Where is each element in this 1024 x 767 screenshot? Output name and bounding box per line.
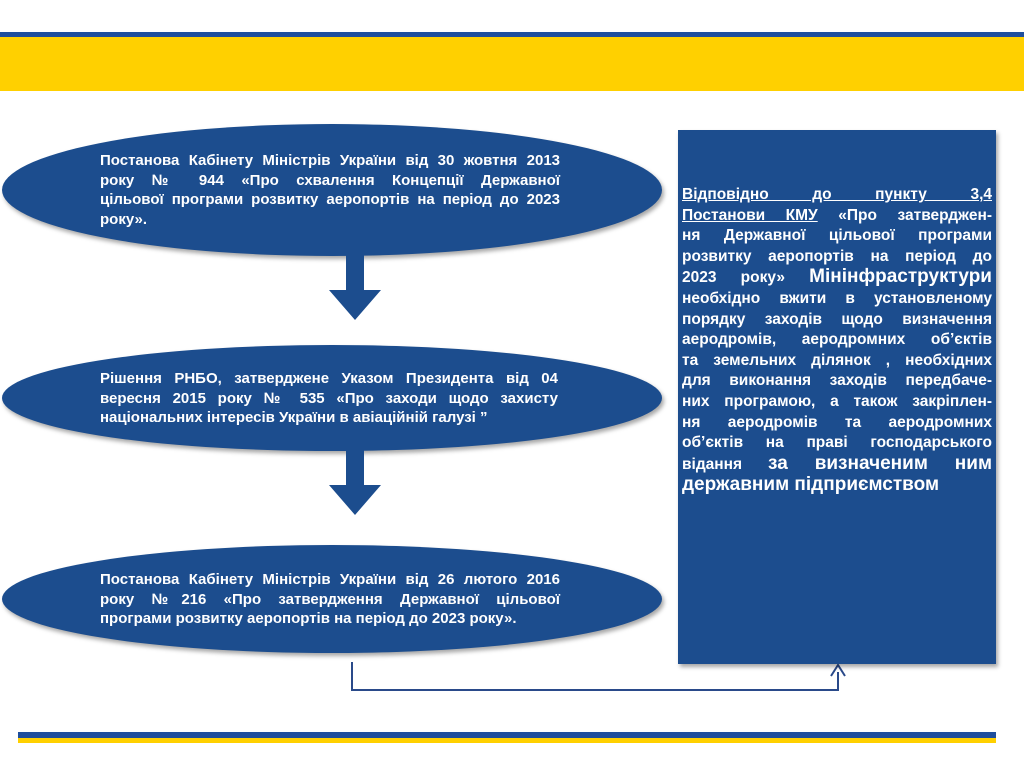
header-yellow-band [0, 37, 1024, 91]
flow-node-2-text: Рішення РНБО, затверджене Указом Президе… [100, 369, 558, 428]
flow-node-3 [2, 545, 662, 653]
box-line: «Про затверджен- [817, 206, 992, 224]
right-info-box: Відповідно до пункту 3,4 Постанови КМУ «… [678, 130, 996, 664]
box-line: відання [682, 455, 769, 473]
node-3-line: року №216 «Про затвердження Державної ці… [100, 590, 560, 608]
box-line: 2023 року» [682, 269, 810, 287]
node-3-line: програми розвитку аеропортів на період д… [100, 610, 517, 627]
node-1-line: цільової програми розвитку аеропортів на… [100, 191, 560, 208]
down-arrow-2 [329, 449, 381, 515]
box-line: об’єктів на праві господарського [682, 434, 992, 452]
box-line: та земельних ділянок , необхідних [682, 351, 992, 369]
box-line-emphasis: Мінінфраструктури [809, 266, 992, 288]
box-line: Постанови КМУ [682, 206, 818, 224]
box-line: порядку заходів щодо визначення [682, 310, 992, 328]
box-line: необхідно вжити в установленому [682, 289, 992, 307]
footer-yellow-stripe [18, 738, 996, 743]
flow-node-1 [2, 124, 662, 256]
node-1-line: Постанова Кабінету Міністрів України від… [100, 152, 560, 169]
box-line: ня аеродромів та аеродромних [682, 413, 992, 431]
box-line-emphasis: державним підприємством [682, 474, 940, 496]
box-line-emphasis: за визначеним ним [768, 452, 992, 474]
node-2-line: Рішення РНБО, затверджене Указом Президе… [100, 370, 558, 387]
box-line: для виконання заходів передбаче- [682, 372, 992, 390]
node-1-line: року». [100, 210, 148, 228]
box-line: Відповідно до пункту 3,4 [682, 186, 992, 203]
down-arrow-1 [329, 254, 381, 320]
box-line: них програмою, а також закріплен- [682, 392, 992, 410]
node-1-line: року № 944 «Про схвалення Концепції Держ… [100, 171, 560, 189]
flow-node-2 [2, 345, 662, 451]
box-line: аеродромів, аеродромних об’єктів [682, 331, 992, 349]
header-blue-stripe [0, 32, 1024, 37]
footer-blue-stripe [18, 732, 996, 738]
flow-node-1-text: Постанова Кабінету Міністрів України від… [100, 151, 560, 229]
right-info-text: Відповідно до пункту 3,4 Постанови КМУ «… [682, 185, 992, 497]
box-line: розвитку аеропортів на період до [682, 247, 992, 265]
node-2-line: національних інтересів України в авіацій… [100, 409, 488, 426]
node-2-line: вересня 2015 року № 535 «Про заходи щодо… [100, 389, 558, 407]
flow-node-3-text: Постанова Кабінету Міністрів України від… [100, 570, 560, 629]
node-3-line: Постанова Кабінету Міністрів України від… [100, 571, 560, 588]
box-line: ня Державної цільової програми [682, 227, 992, 245]
